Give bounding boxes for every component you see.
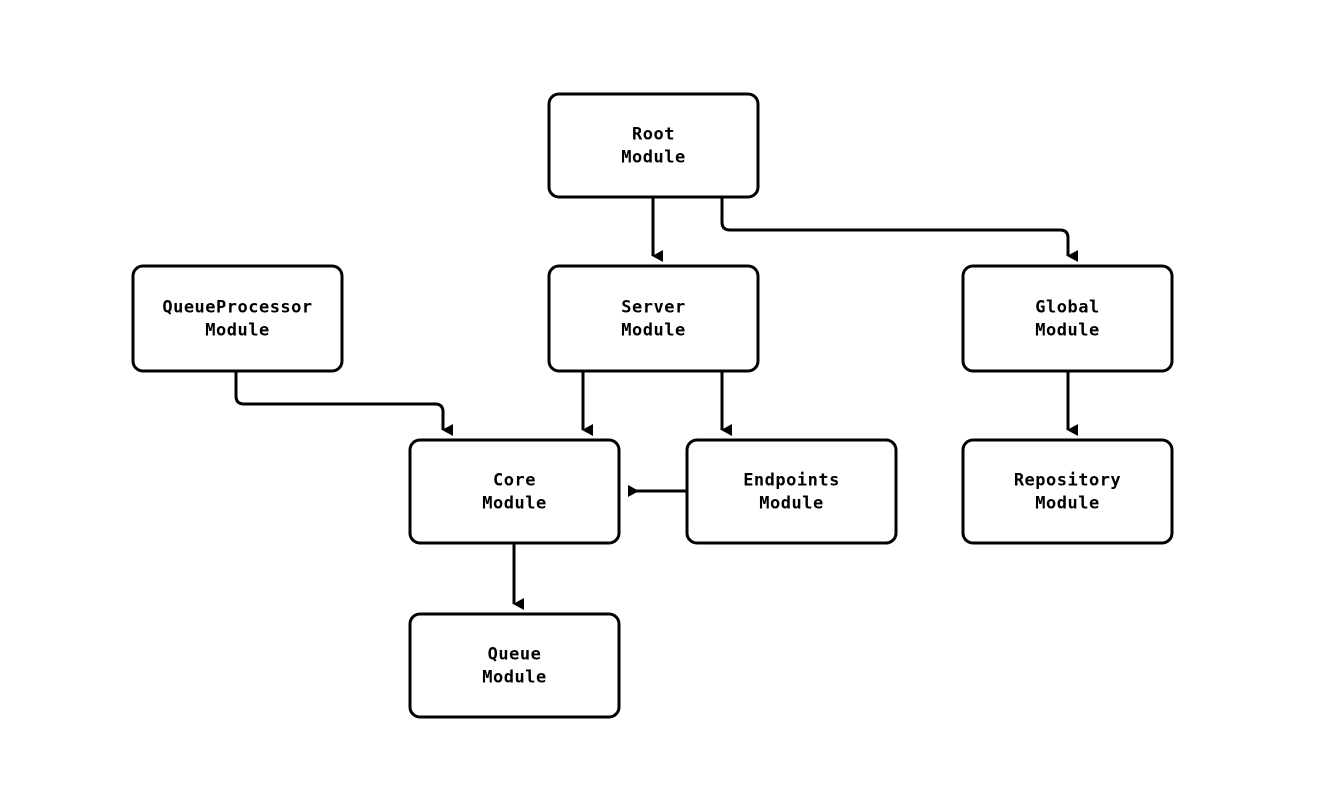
node-repository-module-label-line2: Module	[1035, 494, 1099, 514]
node-queue-module[interactable]: Queue Module	[408, 612, 621, 719]
node-endpoints-module-rect[interactable]	[685, 438, 898, 545]
edge-queueprocessor-to-core	[234, 371, 453, 436]
node-global-module-label-line2: Module	[1035, 321, 1099, 341]
node-repository-module[interactable]: Repository Module	[961, 438, 1174, 545]
node-queueprocessor-module-rect[interactable]	[131, 264, 344, 373]
node-endpoints-module[interactable]: Endpoints Module	[685, 438, 898, 545]
node-server-module[interactable]: Server Module	[547, 264, 760, 373]
node-core-module-rect[interactable]	[408, 438, 621, 545]
node-endpoints-module-label-line2: Module	[759, 494, 823, 514]
edge-root-to-global	[720, 197, 1078, 262]
node-queueprocessor-module-label-line2: Module	[205, 321, 269, 341]
node-queue-module-label-line1: Queue	[488, 645, 542, 665]
edges-layer	[234, 197, 1078, 610]
nodes-layer: Root Module QueueProcessor Module Server…	[131, 92, 1174, 719]
node-server-module-label-line1: Server	[621, 298, 685, 318]
node-endpoints-module-label-line1: Endpoints	[743, 471, 840, 491]
node-core-module-label-line1: Core	[493, 471, 536, 491]
node-queueprocessor-module[interactable]: QueueProcessor Module	[131, 264, 344, 373]
node-core-module-label-line2: Module	[482, 494, 546, 514]
node-repository-module-rect[interactable]	[961, 438, 1174, 545]
node-root-module[interactable]: Root Module	[547, 92, 760, 199]
node-global-module-rect[interactable]	[961, 264, 1174, 373]
node-repository-module-label-line1: Repository	[1014, 471, 1121, 491]
node-server-module-label-line2: Module	[621, 321, 685, 341]
node-root-module-rect[interactable]	[547, 92, 760, 199]
node-queueprocessor-module-label-line1: QueueProcessor	[162, 298, 312, 318]
node-global-module-label-line1: Global	[1035, 298, 1099, 318]
node-core-module[interactable]: Core Module	[408, 438, 621, 545]
node-root-module-label-line2: Module	[621, 148, 685, 168]
node-root-module-label-line1: Root	[632, 125, 675, 145]
node-global-module[interactable]: Global Module	[961, 264, 1174, 373]
node-server-module-rect[interactable]	[547, 264, 760, 373]
node-queue-module-label-line2: Module	[482, 668, 546, 688]
node-queue-module-rect[interactable]	[408, 612, 621, 719]
